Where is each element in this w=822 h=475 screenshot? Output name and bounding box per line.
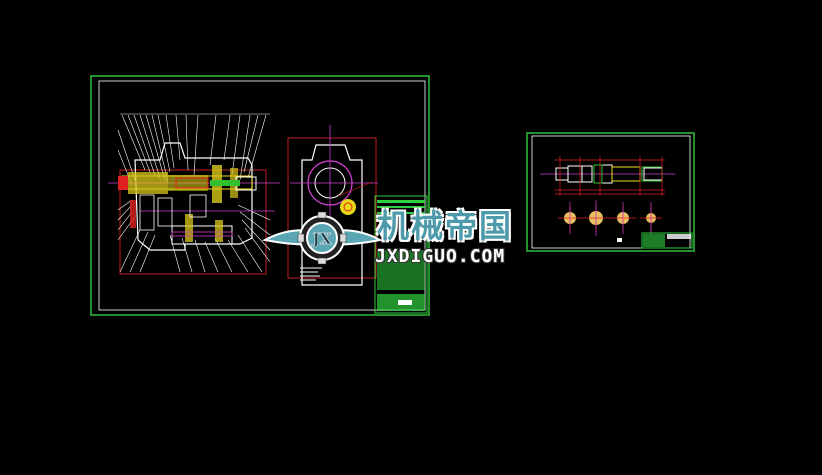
watermark: 机械帝国 JXDIGUO.COM [262, 204, 558, 272]
watermark-url: JXDIGUO.COM [375, 246, 506, 267]
watermark-title: 机械帝国 [377, 207, 514, 245]
assembly-sheet[interactable] [90, 75, 430, 316]
svg-text:JX: JX [311, 230, 332, 248]
watermark-logo: JX [262, 211, 383, 265]
shaft-sheet[interactable] [526, 132, 695, 252]
